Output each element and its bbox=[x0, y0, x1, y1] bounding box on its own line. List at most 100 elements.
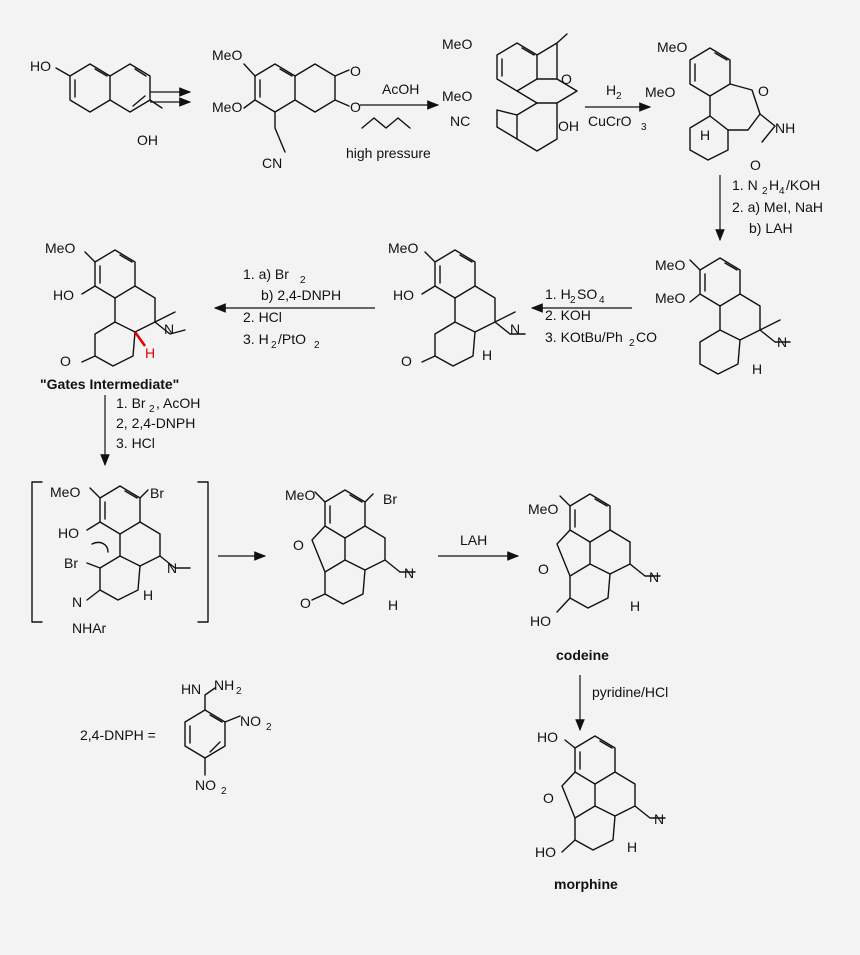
reagent-br2-acoh: 1. Br bbox=[116, 395, 146, 411]
label-no2: NO bbox=[240, 713, 261, 729]
label-br: Br bbox=[150, 485, 164, 501]
label-meo: MeO bbox=[655, 290, 685, 306]
label-meo: MeO bbox=[528, 501, 558, 517]
label-so: SO bbox=[577, 286, 597, 302]
label-nh: NH bbox=[775, 120, 795, 136]
label-ho: HO bbox=[537, 729, 558, 745]
reagent-h2-pto2: 3. H bbox=[243, 331, 269, 347]
label-h: H bbox=[482, 347, 492, 363]
label-meo: MeO bbox=[212, 99, 242, 115]
compound-naphthoquinone: MeO MeO O O CN bbox=[212, 47, 361, 171]
label-o: O bbox=[758, 83, 769, 99]
label-dnph-equals: 2,4-DNPH = bbox=[80, 727, 156, 743]
reagent-dnph-2: 2, 2,4-DNPH bbox=[116, 415, 195, 431]
label-ho: HO bbox=[530, 613, 551, 629]
label-meo: MeO bbox=[442, 36, 472, 52]
reagent-lah: b) LAH bbox=[749, 220, 793, 236]
label-meo: MeO bbox=[45, 240, 75, 256]
reagent-n2h4: 1. N bbox=[732, 177, 758, 193]
compound-gates-intermediate: MeO HO O N H bbox=[45, 240, 186, 369]
label-h-red: H bbox=[145, 345, 155, 361]
label-n: N bbox=[777, 334, 787, 350]
label-h: H bbox=[181, 681, 191, 697]
label-ho: HO bbox=[393, 287, 414, 303]
label-br: Br bbox=[383, 491, 397, 507]
label-o: O bbox=[300, 595, 311, 611]
label-h: H bbox=[388, 597, 398, 613]
svg-text:4: 4 bbox=[779, 186, 785, 197]
label-n: N bbox=[191, 681, 201, 697]
label-n: N bbox=[72, 594, 82, 610]
reagent-lah-2: LAH bbox=[460, 532, 487, 548]
label-meo: MeO bbox=[212, 47, 242, 63]
label-n: N bbox=[510, 321, 520, 337]
label-h: H bbox=[143, 587, 153, 603]
svg-text:2: 2 bbox=[314, 340, 320, 351]
reagent-acoh: AcOH bbox=[382, 81, 419, 97]
label-meo: MeO bbox=[388, 240, 418, 256]
label-meo: MeO bbox=[645, 84, 675, 100]
label-br: Br bbox=[64, 555, 78, 571]
label-n: N bbox=[649, 569, 659, 585]
label-ho: HO bbox=[30, 58, 51, 74]
label-h: H bbox=[627, 839, 637, 855]
svg-text:2: 2 bbox=[266, 722, 272, 733]
label-meo: MeO bbox=[442, 88, 472, 104]
label-meo: MeO bbox=[655, 257, 685, 273]
reagent-h2: H bbox=[606, 82, 616, 98]
svg-text:2: 2 bbox=[221, 786, 227, 797]
label-oh: OH bbox=[558, 118, 579, 134]
compound-bromo-enone: MeO Br O O N H bbox=[285, 487, 416, 613]
label-h: H bbox=[630, 598, 640, 614]
label-o: O bbox=[561, 71, 572, 87]
label-no2: NO bbox=[195, 777, 216, 793]
reagent-h2so4: 1. H bbox=[545, 286, 571, 302]
svg-text:2: 2 bbox=[271, 340, 277, 351]
label-o: O bbox=[538, 561, 549, 577]
label-ho: HO bbox=[58, 525, 79, 541]
reagent-acoh: , AcOH bbox=[156, 395, 200, 411]
reagent-koh: 2. KOH bbox=[545, 307, 591, 323]
svg-text:2: 2 bbox=[629, 338, 635, 349]
reagent-br2: 1. a) Br bbox=[243, 266, 289, 282]
compound-dihydroxynaphthalene: HO OH bbox=[30, 58, 163, 148]
svg-text:2: 2 bbox=[236, 686, 242, 697]
label-n: N bbox=[167, 560, 177, 576]
label-h: H bbox=[700, 127, 710, 143]
compound-dimethoxy-morphinan: MeO MeO N H bbox=[655, 257, 791, 377]
reagent-mei-nah: 2. a) MeI, NaH bbox=[732, 199, 823, 215]
label-pto: /PtO bbox=[278, 331, 306, 347]
reagent-dnph: b) 2,4-DNPH bbox=[261, 287, 341, 303]
label-o: O bbox=[401, 353, 412, 369]
svg-text:2: 2 bbox=[149, 404, 155, 415]
label-n: N bbox=[164, 321, 174, 337]
reagent-koh: /KOH bbox=[786, 177, 820, 193]
label-ho: HO bbox=[535, 844, 556, 860]
label-gates-intermediate: "Gates Intermediate" bbox=[40, 376, 179, 392]
label-codeine: codeine bbox=[556, 647, 609, 663]
label-meo: MeO bbox=[657, 39, 687, 55]
label-o: O bbox=[350, 99, 361, 115]
compound-diels-alder-adduct: MeO MeO O OH NC bbox=[442, 33, 579, 152]
compound-ketone-morphinan: MeO HO O N H bbox=[388, 240, 526, 369]
reagent-hcl-2: 3. HCl bbox=[116, 435, 155, 451]
label-nhar: NHAr bbox=[72, 620, 107, 636]
subscript: 2 bbox=[616, 91, 622, 102]
label-h: H bbox=[769, 177, 779, 193]
label-o: O bbox=[293, 537, 304, 553]
compound-lactam: MeO MeO O NH O H bbox=[645, 39, 795, 173]
label-o: O bbox=[750, 157, 761, 173]
reagent-cucro3: CuCrO bbox=[588, 113, 632, 129]
label-meo: MeO bbox=[285, 487, 315, 503]
label-oh: OH bbox=[137, 132, 158, 148]
svg-text:2: 2 bbox=[762, 186, 768, 197]
label-o: O bbox=[543, 790, 554, 806]
label-h: H bbox=[752, 361, 762, 377]
label-nh2: NH bbox=[214, 677, 234, 693]
compound-codeine: MeO O N H HO bbox=[528, 493, 661, 629]
label-co: CO bbox=[636, 329, 657, 345]
label-o: O bbox=[350, 63, 361, 79]
reagent-kotbu: 3. KOtBu/Ph bbox=[545, 329, 623, 345]
reagent-hcl: 2. HCl bbox=[243, 309, 282, 325]
